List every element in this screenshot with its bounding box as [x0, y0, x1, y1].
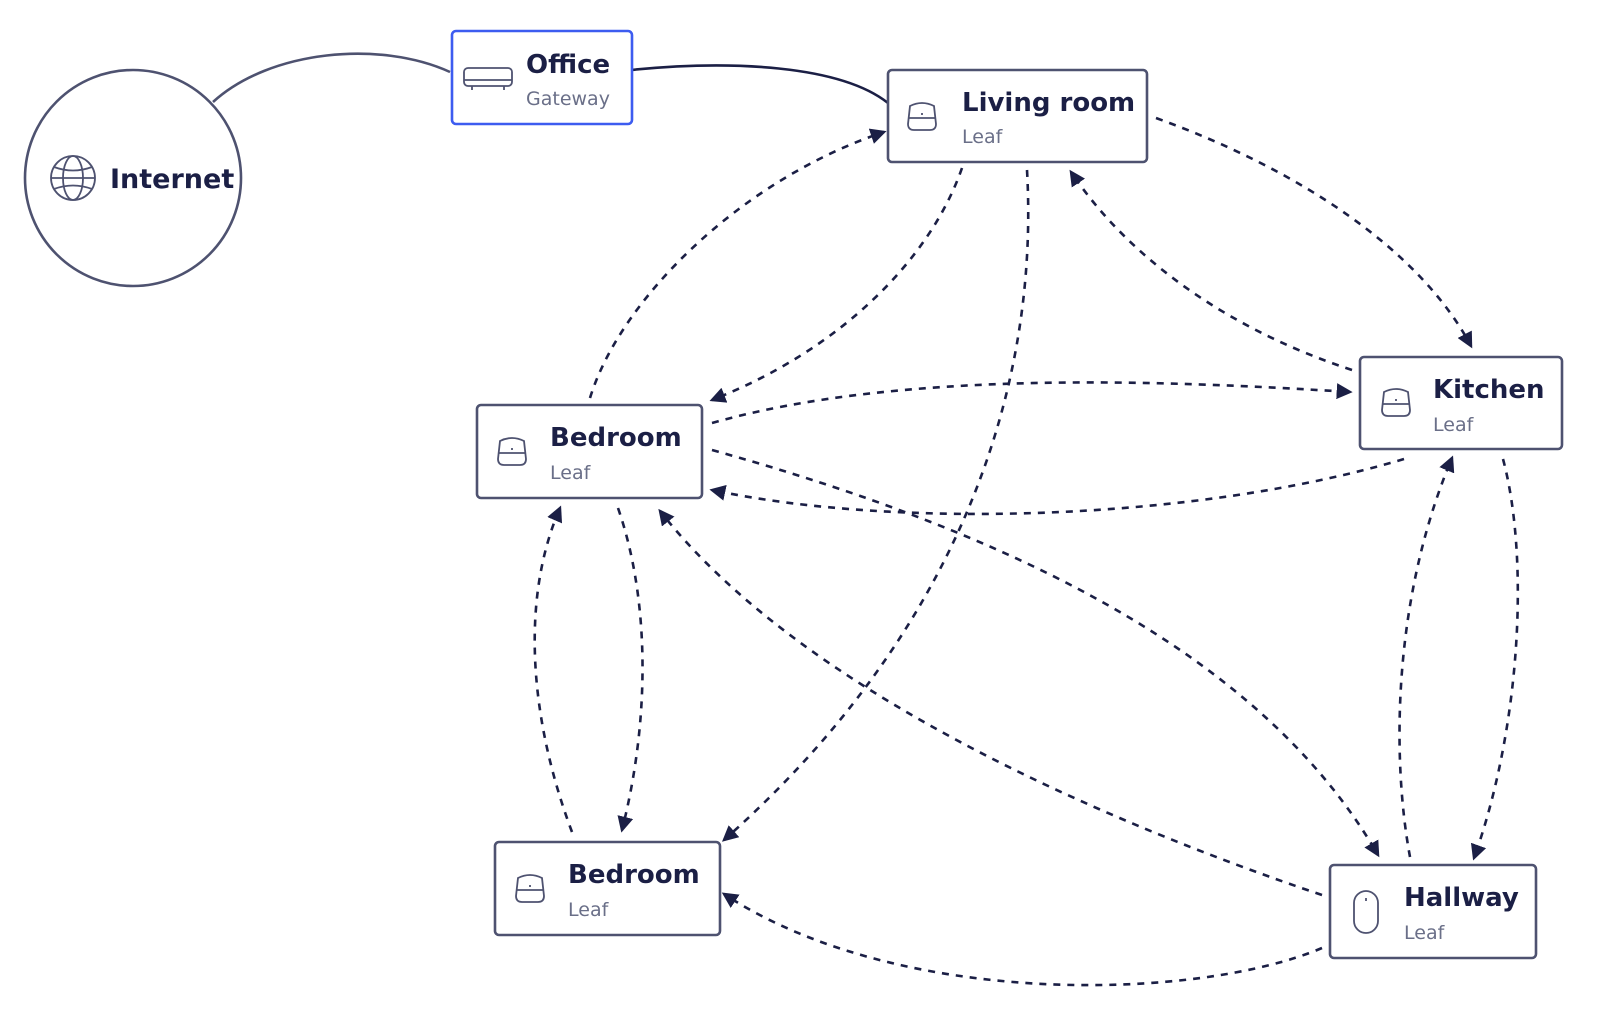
link-bedroom-2-to-bedroom-1: [533, 505, 574, 833]
node-kitchen[interactable]: Kitchen Leaf: [1358, 355, 1564, 451]
globe-icon: [50, 155, 96, 201]
link-bedroom-1-to-living-room: [588, 128, 887, 399]
node-hallway[interactable]: Hallway Leaf: [1328, 863, 1538, 960]
link-bedroom-1-to-kitchen: [711, 381, 1353, 425]
node-living-room[interactable]: Living room Leaf: [886, 68, 1149, 164]
hallway-title: Hallway: [1404, 883, 1519, 913]
link-kitchen-to-living-room: [1069, 169, 1353, 372]
hallway-subtitle: Leaf: [1404, 922, 1446, 944]
link-bedroom-1-to-bedroom-2: [616, 507, 644, 833]
edges-layer: [212, 52, 1520, 987]
link-hallway-to-bedroom-2: [721, 892, 1323, 987]
bedroom-1-subtitle: Leaf: [550, 462, 592, 484]
node-bedroom-1[interactable]: Bedroom Leaf: [475, 403, 704, 500]
link-bedroom-1-to-hallway: [711, 448, 1380, 858]
node-bedroom-2[interactable]: Bedroom Leaf: [493, 840, 722, 937]
office-title: Office: [526, 50, 610, 80]
living-room-subtitle: Leaf: [962, 126, 1004, 148]
mesh-node-icon: [497, 437, 527, 466]
internet-label: Internet: [110, 164, 234, 195]
link-living-room-to-bedroom-1: [709, 167, 964, 403]
link-kitchen-to-bedroom-1: [709, 457, 1405, 516]
link-living-room-to-kitchen: [1155, 116, 1473, 349]
office-subtitle: Gateway: [526, 88, 610, 110]
link-hallway-to-kitchen: [1398, 455, 1455, 858]
node-office[interactable]: Office Gateway: [450, 29, 634, 126]
living-room-title: Living room: [962, 88, 1135, 118]
kitchen-title: Kitchen: [1433, 375, 1545, 405]
link-living-room-to-bedroom-2: [722, 169, 1030, 842]
bedroom-1-title: Bedroom: [550, 423, 682, 453]
bedroom-2-title: Bedroom: [568, 860, 700, 890]
bedroom-2-subtitle: Leaf: [568, 899, 610, 921]
router-icon: [463, 67, 513, 90]
link-kitchen-to-hallway: [1470, 458, 1520, 861]
mesh-node-icon: [515, 874, 545, 903]
link-internet-office: [212, 52, 451, 103]
mesh-node-icon: [907, 102, 937, 131]
internet-node[interactable]: Internet: [23, 68, 243, 288]
kitchen-subtitle: Leaf: [1433, 414, 1475, 436]
link-office-living-room: [630, 64, 889, 105]
link-hallway-to-bedroom-1: [658, 508, 1323, 897]
satellite-node-icon: [1353, 890, 1379, 934]
mesh-node-icon: [1381, 388, 1411, 417]
